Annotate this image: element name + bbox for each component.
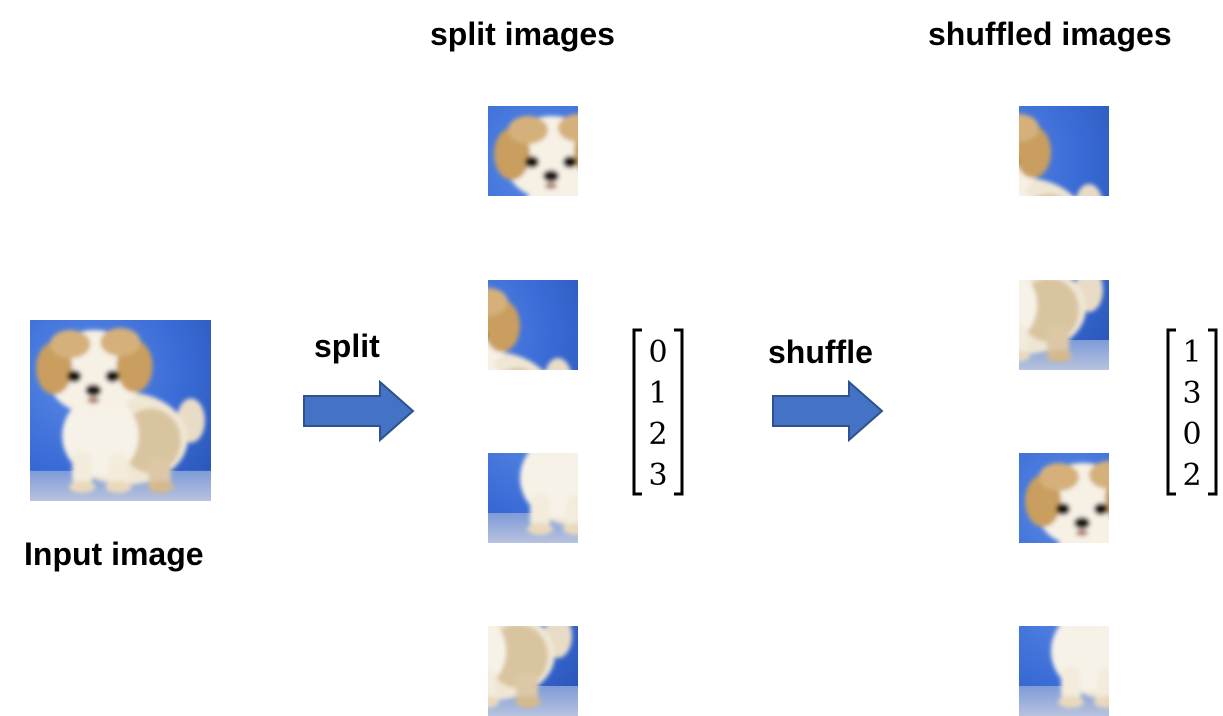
split-order-matrix: 0 1 2 3 xyxy=(632,328,684,496)
shuffled-order-0: 1 xyxy=(1182,335,1201,370)
split-arrow-icon xyxy=(303,380,415,442)
split-order-2: 2 xyxy=(648,417,667,452)
shuffled-order-1: 3 xyxy=(1182,376,1201,411)
shuffled-patch-3 xyxy=(1019,280,1109,370)
shuffled-images-title: shuffled images xyxy=(928,16,1172,52)
split-images-title: split images xyxy=(430,16,615,52)
split-patch-1 xyxy=(488,280,578,370)
input-image-label: Input image xyxy=(24,536,204,572)
shuffled-patch-2 xyxy=(1019,626,1109,716)
shuffled-patch-1 xyxy=(1019,106,1109,196)
shuffle-arrow-icon xyxy=(772,380,884,442)
split-arrow-label: split xyxy=(314,328,380,364)
split-order-0: 0 xyxy=(648,335,667,370)
split-patch-3 xyxy=(488,626,578,716)
split-order-1: 1 xyxy=(648,376,667,411)
shuffled-order-2: 0 xyxy=(1182,417,1201,452)
shuffled-order-3: 2 xyxy=(1182,458,1201,493)
split-order-3: 3 xyxy=(648,458,667,493)
shuffled-patch-0 xyxy=(1019,453,1109,543)
shuffle-arrow-label: shuffle xyxy=(768,334,873,370)
input-image xyxy=(30,320,211,501)
split-patch-2 xyxy=(488,453,578,543)
shuffled-order-matrix: 1 3 0 2 xyxy=(1166,328,1218,496)
split-patch-0 xyxy=(488,106,578,196)
